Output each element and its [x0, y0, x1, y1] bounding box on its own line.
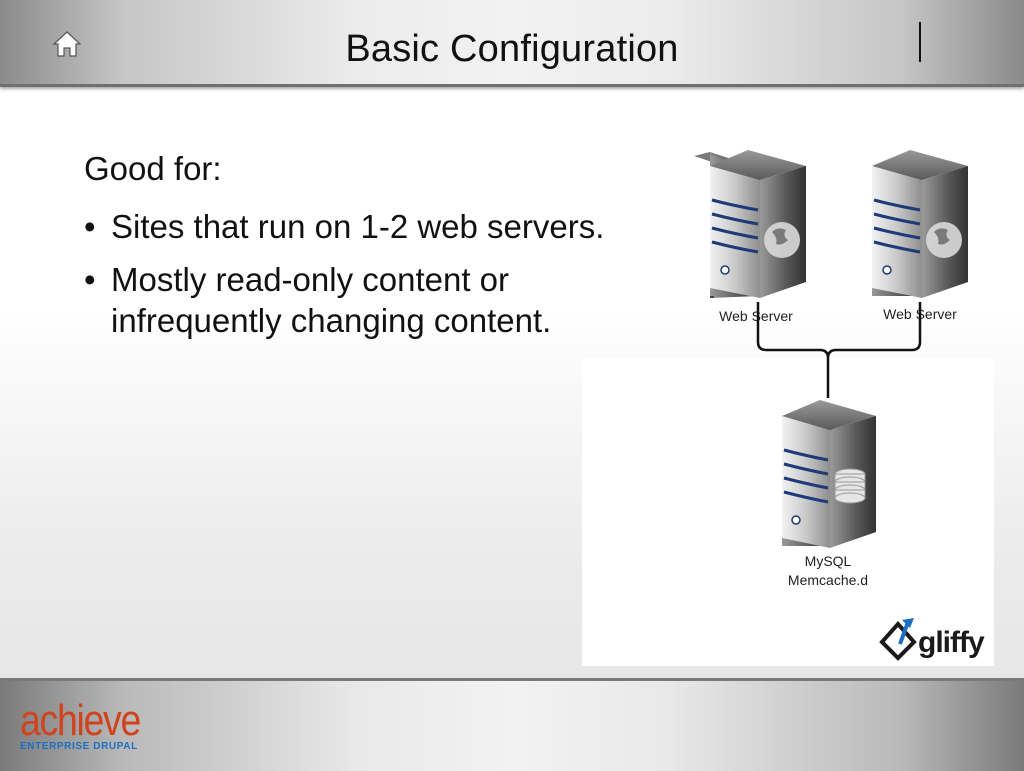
- connector-lines: [756, 302, 922, 398]
- logo-wordmark: achieve: [20, 696, 141, 745]
- header-bar: Basic Configuration: [0, 0, 1024, 87]
- slide-content: Good for: Sites that run on 1-2 web serv…: [84, 150, 684, 353]
- logo-tagline: ENTERPRISE DRUPAL: [20, 741, 138, 752]
- gliffy-wordmark: gliffy: [918, 626, 985, 659]
- diagram-canvas: Web Server Web Server: [694, 150, 986, 661]
- page-title: Basic Configuration: [345, 28, 679, 70]
- gliffy-diamond-icon: [879, 620, 917, 661]
- web-server-1-label: Web Server: [719, 308, 793, 324]
- gliffy-logo: gliffy: [879, 618, 986, 661]
- web-server-1-icon: Web Server: [694, 150, 806, 324]
- db-label-memcache: Memcache.d: [788, 572, 868, 588]
- text-cursor: [919, 22, 921, 62]
- bullet-item: Sites that run on 1-2 web servers.: [84, 206, 684, 247]
- bullet-list: Sites that run on 1-2 web servers. Mostl…: [84, 206, 684, 341]
- bullet-item: Mostly read-only content or infrequently…: [84, 259, 684, 341]
- footer-bar: achieve ENTERPRISE DRUPAL: [0, 678, 1024, 771]
- database-server-icon: MySQL Memcache.d: [782, 400, 876, 588]
- web-server-2-icon: Web Server: [872, 150, 968, 322]
- intro-text: Good for:: [84, 150, 222, 187]
- db-label-mysql: MySQL: [805, 553, 852, 569]
- achieve-logo: achieve ENTERPRISE DRUPAL: [20, 696, 161, 753]
- gliffy-arrow-icon: [898, 621, 910, 645]
- home-icon[interactable]: [51, 28, 83, 60]
- server-diagram: Web Server Web Server: [582, 130, 994, 666]
